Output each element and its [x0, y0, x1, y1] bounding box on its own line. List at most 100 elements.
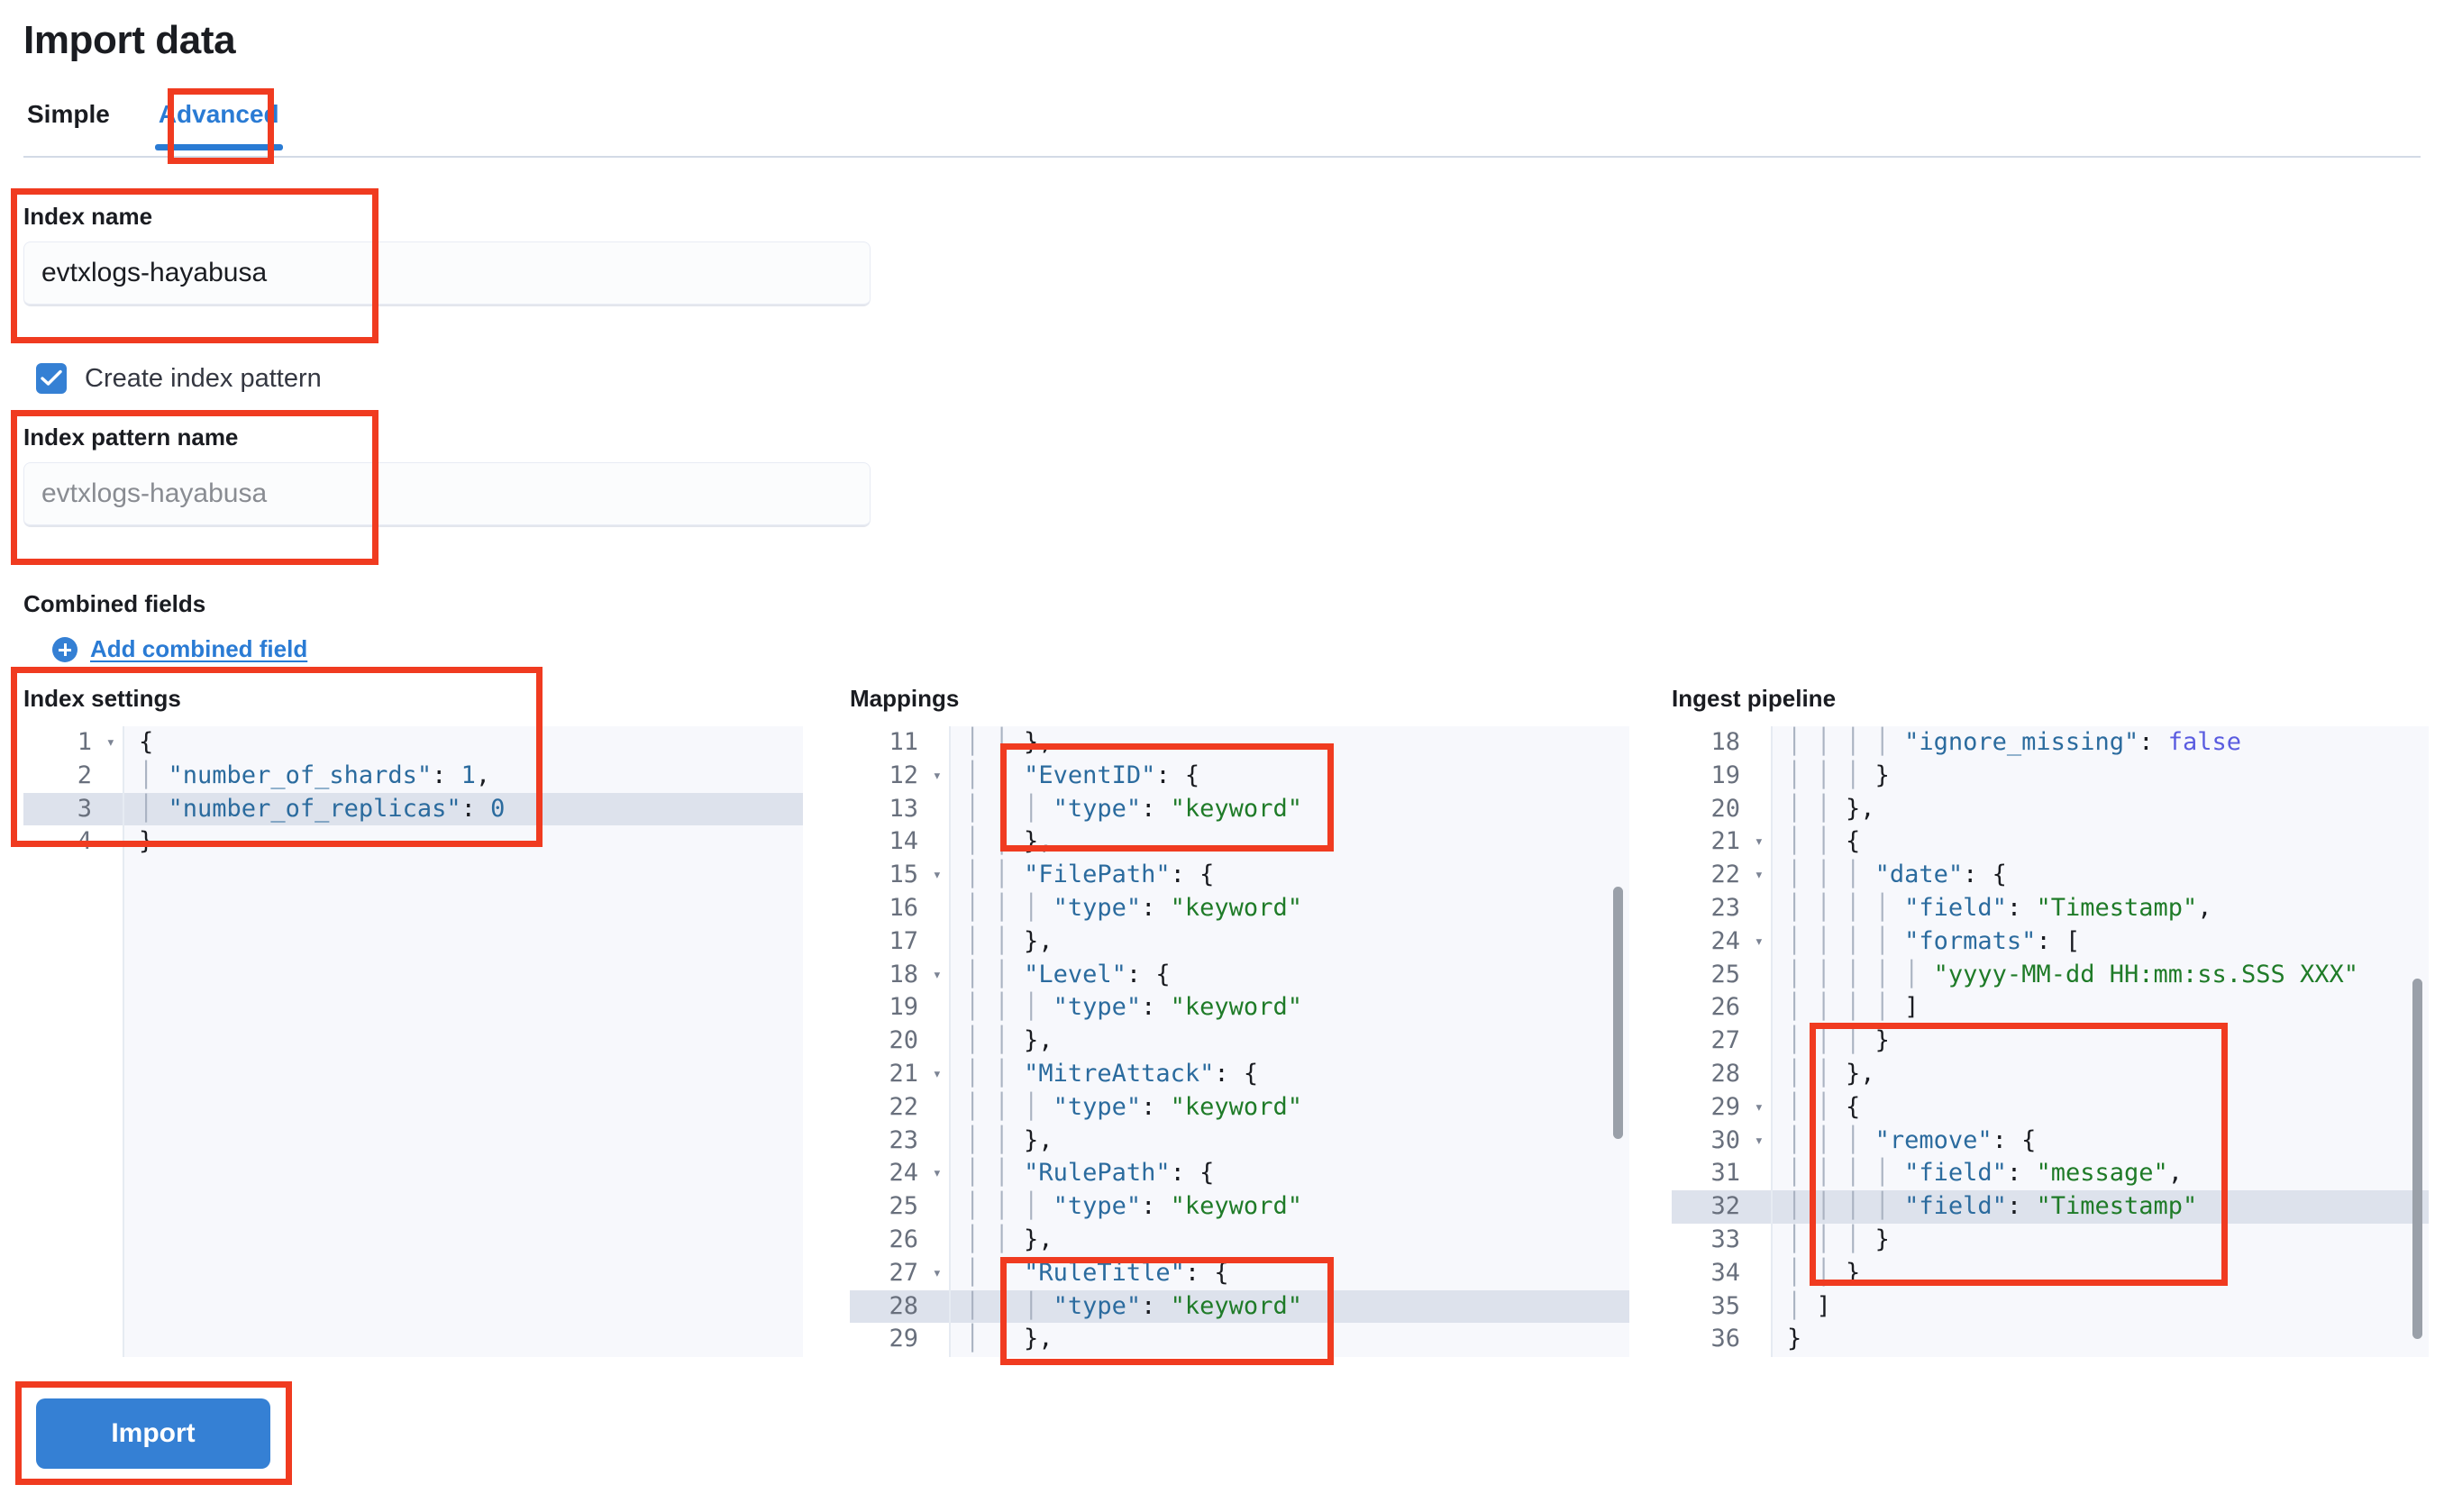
code-line[interactable]: │ │ │ │ ] [1787, 993, 1920, 1022]
line-number: 27 [1710, 1026, 1740, 1055]
line-number: 26 [1710, 993, 1740, 1022]
code-line[interactable]: │ │ }, [965, 728, 1053, 756]
line-number: 13 [889, 794, 918, 823]
code-line[interactable]: } [139, 827, 154, 856]
line-number: 19 [1710, 761, 1740, 789]
line-number: 17 [889, 926, 918, 955]
code-line[interactable]: │ │ }, [1787, 1059, 1875, 1088]
code-line[interactable]: │ │ "RulePath": { [965, 1159, 1215, 1188]
code-line[interactable]: │ │ │ } [1787, 1225, 1890, 1253]
line-number: 15▾ [850, 859, 949, 892]
code-line[interactable]: │ │ │ │ "formats": [ [1787, 926, 2081, 955]
fold-caret-icon[interactable]: ▾ [1754, 1131, 1764, 1150]
line-number: 16 [889, 893, 918, 922]
code-line[interactable]: │ │ }, [965, 1325, 1053, 1353]
line-number: 29 [889, 1325, 918, 1353]
code-line[interactable]: │ │ }, [1787, 794, 1875, 823]
line-number: 33 [1710, 1225, 1740, 1253]
code-line[interactable]: │ │ }, [965, 827, 1053, 856]
index-pattern-name-group: Index pattern name [23, 424, 871, 527]
code-line[interactable]: │ "number_of_replicas": 0 [124, 792, 803, 826]
code-line[interactable]: │ │ │ │ "field": "Timestamp" [1773, 1190, 2429, 1224]
line-number: 26 [889, 1225, 918, 1253]
code-line[interactable]: │ │ }, [965, 926, 1053, 955]
line-number: 34 [1710, 1258, 1740, 1287]
code-line[interactable]: │ │ │ │ "field": "Timestamp", [1787, 893, 2212, 922]
code-line[interactable]: │ ] [1787, 1291, 1831, 1320]
code-line[interactable]: │ │ │ "type": "keyword" [965, 1192, 1302, 1221]
index-settings-code[interactable]: { │ "number_of_shards": 1, │ "number_of_re… [124, 726, 803, 1357]
line-number: 25 [1710, 960, 1740, 988]
code-line[interactable]: │ │ │ "type": "keyword" [965, 794, 1302, 823]
fold-caret-icon[interactable]: ▾ [105, 733, 115, 751]
line-number: 2 [77, 761, 92, 789]
line-number: 29▾ [1672, 1091, 1771, 1125]
add-combined-field-button[interactable]: Add combined field [52, 635, 307, 663]
tab-bar: Simple Advanced [23, 95, 2421, 158]
line-number: 23 [1710, 893, 1740, 922]
code-line[interactable]: │ │ │ } [1787, 761, 1890, 789]
fold-caret-icon[interactable]: ▾ [1754, 932, 1764, 951]
code-line[interactable]: │ │ { [1787, 1092, 1861, 1121]
code-line[interactable]: │ "number_of_shards": 1, [139, 761, 491, 789]
line-number: 4 [77, 827, 92, 856]
line-number: 18▾ [850, 959, 949, 992]
code-line[interactable]: │ │ │ │ "ignore_missing": false [1787, 728, 2242, 756]
code-line[interactable]: │ │ │ "type": "keyword" [951, 1289, 1629, 1324]
code-line[interactable]: │ │ }, [965, 1225, 1053, 1253]
fold-caret-icon[interactable]: ▾ [932, 766, 942, 785]
code-line[interactable]: │ │ │ "remove": { [1787, 1125, 2037, 1154]
code-line[interactable]: │ │ │ │ │ "yyyy-MM-dd HH:mm:ss.SSS XXX" [1787, 960, 2359, 988]
index-pattern-name-label: Index pattern name [23, 424, 239, 451]
index-pattern-name-input[interactable] [23, 462, 871, 527]
code-line[interactable]: │ │ │ "type": "keyword" [965, 1092, 1302, 1121]
import-button[interactable]: Import [36, 1398, 270, 1469]
create-index-pattern-row[interactable]: Create index pattern [36, 363, 322, 394]
fold-caret-icon[interactable]: ▾ [932, 866, 942, 885]
code-line[interactable]: } [1787, 1325, 1802, 1353]
code-line[interactable]: │ │ }, [965, 1026, 1053, 1055]
code-line[interactable]: │ │ { [1787, 827, 1861, 856]
ingest-pipeline-code[interactable]: │ │ │ │ "ignore_missing": false│ │ │ }│ … [1773, 726, 2429, 1357]
code-line[interactable]: │ │ "EventID": { [965, 761, 1200, 789]
fold-caret-icon[interactable]: ▾ [1754, 833, 1764, 852]
code-line[interactable]: │ │ "FilePath": { [965, 861, 1215, 889]
ingest-pipeline-scrollbar[interactable] [2412, 979, 2422, 1339]
code-line[interactable]: │ │ "MitreAttack": { [965, 1059, 1259, 1088]
index-name-label: Index name [23, 203, 153, 230]
line-number: 35 [1710, 1291, 1740, 1320]
create-index-pattern-checkbox[interactable] [36, 363, 67, 394]
code-line[interactable]: │ │ } [1787, 1258, 1861, 1287]
tab-simple[interactable]: Simple [27, 100, 110, 128]
code-line[interactable]: │ │ │ │ "field": "message", [1787, 1159, 2184, 1188]
mappings-scrollbar[interactable] [1613, 887, 1623, 1139]
code-line[interactable]: │ │ │ } [1787, 1026, 1890, 1055]
index-name-group: Index name [23, 203, 871, 306]
fold-caret-icon[interactable]: ▾ [1754, 1098, 1764, 1116]
line-number: 24▾ [1672, 925, 1771, 959]
fold-caret-icon[interactable]: ▾ [932, 965, 942, 984]
code-line[interactable]: │ │ "Level": { [965, 960, 1171, 988]
line-number: 11 [889, 728, 918, 756]
tab-advanced[interactable]: Advanced [154, 95, 283, 150]
line-number: 20 [1710, 794, 1740, 823]
index-name-input[interactable] [23, 241, 871, 306]
line-number: 27▾ [850, 1257, 949, 1290]
fold-caret-icon[interactable]: ▾ [932, 1263, 942, 1282]
code-line[interactable]: │ │ │ "date": { [1787, 861, 2007, 889]
line-number: 30▾ [1672, 1125, 1771, 1158]
code-line[interactable]: │ │ │ "type": "keyword" [965, 893, 1302, 922]
fold-caret-icon[interactable]: ▾ [932, 1064, 942, 1083]
fold-caret-icon[interactable]: ▾ [1754, 866, 1764, 885]
fold-caret-icon[interactable]: ▾ [932, 1164, 942, 1183]
code-line[interactable]: │ │ │ "type": "keyword" [965, 993, 1302, 1022]
line-number: 24▾ [850, 1157, 949, 1190]
code-line[interactable]: │ │ "RuleTitle": { [965, 1258, 1229, 1287]
code-line[interactable]: │ │ }, [965, 1125, 1053, 1154]
mappings-code[interactable]: │ │ }, │ │ "EventID": { │ │ │ "type": "key… [951, 726, 1629, 1357]
code-line[interactable]: { [139, 728, 154, 756]
